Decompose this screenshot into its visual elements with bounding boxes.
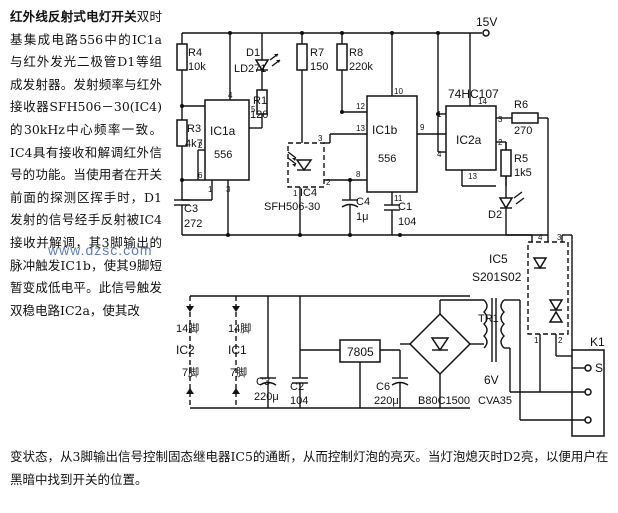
supply-label: 15V xyxy=(476,15,497,29)
svg-text:2: 2 xyxy=(558,336,563,345)
svg-text:3: 3 xyxy=(498,115,503,124)
r4-value: 10k xyxy=(188,61,206,73)
svg-text:1: 1 xyxy=(208,185,213,194)
article-intro: 双时基集成电路556中的IC1a与红外发光二极管D1等组成发射器。发射频率与红外… xyxy=(10,9,162,318)
k1-terminal-s: S xyxy=(595,361,603,375)
svg-text:13: 13 xyxy=(356,124,365,133)
resistor-r7 xyxy=(296,43,308,71)
resistor-r5 xyxy=(500,149,512,177)
svg-text:4: 4 xyxy=(437,150,442,159)
svg-text:14脚: 14脚 xyxy=(176,321,199,335)
ic1a-value: 556 xyxy=(214,149,232,161)
svg-text:14: 14 xyxy=(478,97,487,106)
ic1b-ref: IC1b xyxy=(372,123,398,137)
r3-ref: R3 xyxy=(187,123,201,135)
watermark: www.dzsc.com xyxy=(48,242,153,258)
ic1b-chip xyxy=(366,95,418,193)
svg-text:IC1: IC1 xyxy=(228,343,247,357)
ic1b-value: 556 xyxy=(378,153,396,165)
resistor-r8 xyxy=(336,43,348,71)
svg-text:4: 4 xyxy=(538,233,543,242)
ic1a-ref: IC1a xyxy=(210,124,236,138)
svg-text:8: 8 xyxy=(356,170,361,179)
svg-text:2: 2 xyxy=(326,178,331,187)
article-text: 红外线反射式电灯开关双时基集成电路556中的IC1a与红外发光二极管D1等组成发… xyxy=(10,6,162,322)
transformer-tr1 xyxy=(483,299,488,349)
r6-ref: R6 xyxy=(514,99,528,111)
svg-text:6: 6 xyxy=(198,171,203,180)
c1-value: 104 xyxy=(398,216,416,228)
ic1a-chip xyxy=(204,99,250,181)
c1-ref: C1 xyxy=(398,201,412,213)
svg-text:11: 11 xyxy=(394,194,403,203)
r8-value: 220k xyxy=(349,61,373,73)
ic4-value: SFH506-30 xyxy=(264,201,320,213)
d1-value: LD271 xyxy=(234,63,266,75)
r7-value: 150 xyxy=(310,61,328,73)
ic2a-family: 74HC107 xyxy=(448,87,499,101)
bridge-label: B80C1500 xyxy=(418,395,470,407)
svg-text:9: 9 xyxy=(420,123,425,132)
svg-text:10: 10 xyxy=(394,87,403,96)
svg-text:1: 1 xyxy=(534,336,539,345)
svg-text:12: 12 xyxy=(356,102,365,111)
c3-ref: C3 xyxy=(184,203,198,215)
svg-text:5: 5 xyxy=(251,105,256,114)
c2-value: 104 xyxy=(290,395,308,407)
article-continuation: 变状态，从3脚输出信号控制固态继电器IC5的通断，从而控制灯泡的亮灭。当灯泡熄灭… xyxy=(10,449,609,487)
c4-value: 1μ xyxy=(356,211,368,223)
ic5-ssr xyxy=(527,241,569,335)
d2-ref: D2 xyxy=(488,209,502,221)
k1-ref: K1 xyxy=(590,335,605,349)
r6-value: 270 xyxy=(514,125,532,137)
svg-text:14脚: 14脚 xyxy=(228,321,251,335)
r5-ref: R5 xyxy=(514,153,528,165)
resistor-r4 xyxy=(176,43,188,71)
r5-value: 1k5 xyxy=(514,167,532,179)
c4-ref: C4 xyxy=(356,196,370,208)
ic4-receiver xyxy=(287,142,325,188)
c3-value: 272 xyxy=(184,218,202,230)
supply-terminal xyxy=(482,29,490,37)
svg-text:7脚: 7脚 xyxy=(230,365,247,379)
svg-text:3: 3 xyxy=(318,134,323,143)
tr1-voltage: 6V xyxy=(484,373,499,387)
svg-text:IC2: IC2 xyxy=(176,343,195,357)
ic2a-chip xyxy=(445,105,497,171)
r7-ref: R7 xyxy=(310,47,324,59)
c6-value: 220μ xyxy=(374,395,399,407)
svg-text:7脚: 7脚 xyxy=(182,365,199,379)
r3-value: 4k7 xyxy=(185,138,203,150)
led-d2 xyxy=(498,197,514,210)
ic5-ref: IC5 xyxy=(489,252,508,266)
tr1-ref: TR1 xyxy=(478,313,499,325)
r1-value: 120 xyxy=(250,109,268,121)
d1-ref: D1 xyxy=(246,47,260,59)
svg-text:13: 13 xyxy=(468,172,477,181)
article-title: 红外线反射式电灯开关 xyxy=(10,9,137,24)
r4-ref: R4 xyxy=(188,47,202,59)
ic2a-ref: IC2a xyxy=(456,133,482,147)
ic5-value: S201S02 xyxy=(472,270,522,284)
svg-text:3: 3 xyxy=(557,233,562,242)
c3b-value: 220μ xyxy=(254,391,279,403)
c2-ref: C2 xyxy=(290,381,304,393)
r1-ref: R1 xyxy=(253,95,267,107)
tr1-model: CVA35 xyxy=(478,395,512,407)
c3b-ref: C3 xyxy=(256,376,270,388)
c6-ref: C6 xyxy=(376,381,390,393)
svg-text:2: 2 xyxy=(198,141,203,150)
ic4-ref: IC4 xyxy=(300,187,317,199)
resistor-r6 xyxy=(511,112,539,124)
r8-ref: R8 xyxy=(349,47,363,59)
led-d1 xyxy=(254,59,270,72)
svg-text:1: 1 xyxy=(293,189,298,198)
regulator-label: 7805 xyxy=(347,345,374,359)
